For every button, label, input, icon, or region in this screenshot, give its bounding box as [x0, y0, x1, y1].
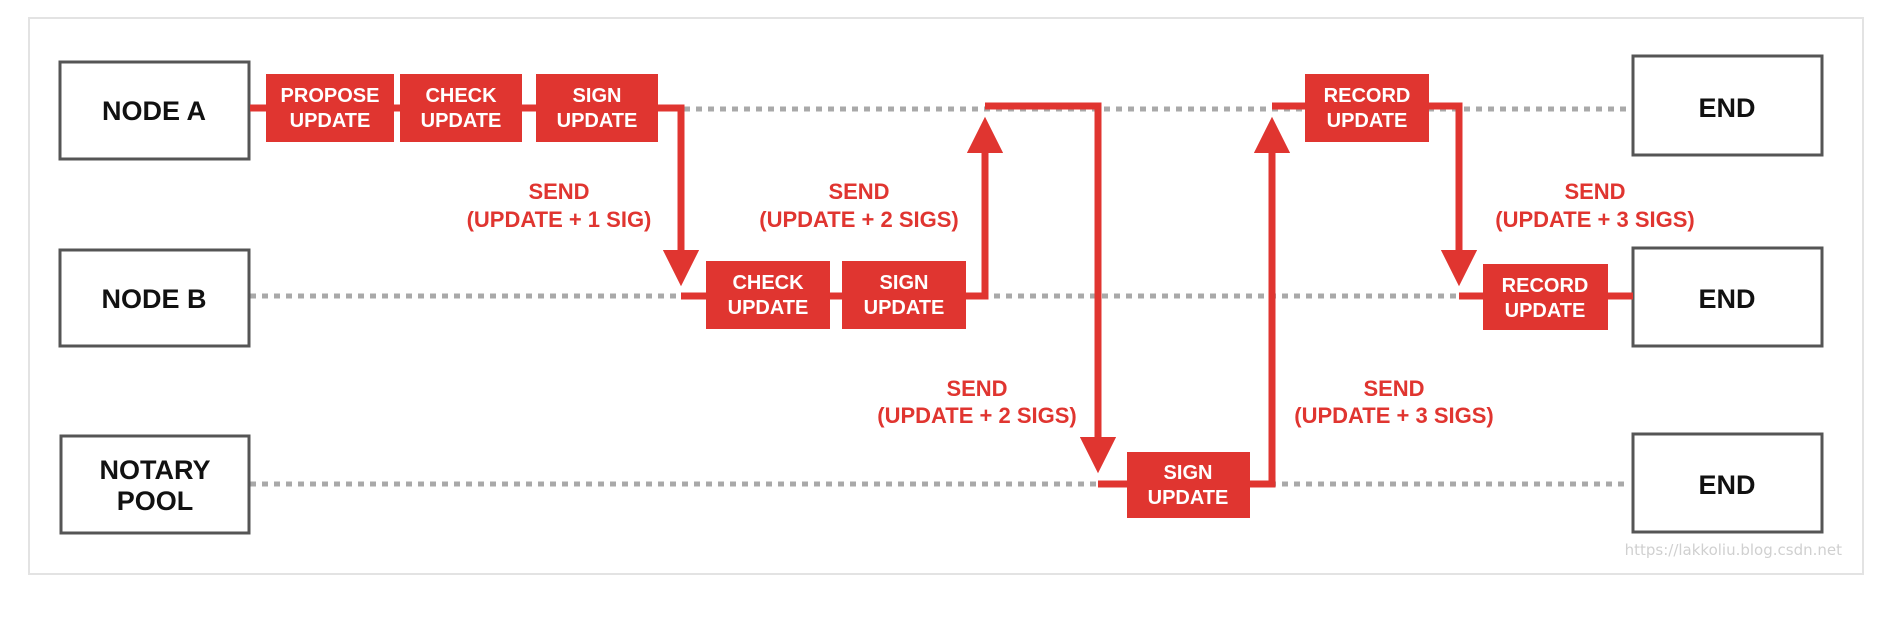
svg-text:CHECK: CHECK [425, 85, 497, 107]
arrow-notary-pool-to-node-a [1250, 116, 1291, 488]
step-record-update-node-b: RECORD UPDATE [1483, 264, 1608, 330]
send-label-update-3-sigs-to-a: SEND (UPDATE + 3 SIGS) [1294, 376, 1493, 428]
svg-text:SEND: SEND [828, 179, 889, 204]
send-label-update-2-sigs-to-a: SEND (UPDATE + 2 SIGS) [759, 179, 958, 232]
arrow-node-b-to-node-a [966, 116, 1004, 300]
svg-text:(UPDATE + 2 SIGS): (UPDATE + 2 SIGS) [877, 403, 1076, 428]
lane-box-notary-pool: NOTARY POOL [59, 434, 251, 535]
step-check-update-node-b: CHECK UPDATE [706, 261, 830, 329]
lane-box-node-b: NODE B [58, 248, 251, 348]
svg-text:UPDATE: UPDATE [728, 297, 809, 319]
end-label-node-a: END [1698, 93, 1755, 123]
svg-text:(UPDATE + 2 SIGS): (UPDATE + 2 SIGS) [759, 207, 958, 232]
step-sign-update-notary-pool: SIGN UPDATE [1127, 452, 1250, 518]
step-sign-update-node-a: SIGN UPDATE [536, 74, 658, 142]
flow-connectors [250, 102, 1633, 488]
watermark-text: https://lakkoliu.blog.csdn.net [1625, 541, 1843, 559]
svg-text:SEND: SEND [1363, 376, 1424, 401]
end-label-node-b: END [1698, 284, 1755, 314]
lane-box-node-a: NODE A [58, 60, 251, 161]
svg-text:RECORD: RECORD [1502, 275, 1589, 297]
arrow-node-a-to-node-b [658, 104, 700, 287]
step-record-update-node-a: RECORD UPDATE [1305, 74, 1429, 142]
svg-text:CHECK: CHECK [732, 272, 804, 294]
lane-label-node-b: NODE B [101, 284, 206, 314]
svg-text:UPDATE: UPDATE [864, 297, 945, 319]
arrow-node-a-to-notary-pool [985, 102, 1117, 474]
lane-label-notary-pool-line-1: NOTARY [100, 455, 211, 485]
svg-text:(UPDATE + 1 SIG): (UPDATE + 1 SIG) [467, 207, 652, 232]
svg-text:(UPDATE + 3 SIGS): (UPDATE + 3 SIGS) [1495, 207, 1694, 232]
svg-text:UPDATE: UPDATE [1148, 487, 1229, 509]
send-label-update-3-sigs-to-b: SEND (UPDATE + 3 SIGS) [1495, 179, 1694, 232]
svg-text:SIGN: SIGN [1164, 462, 1213, 484]
end-box-node-a: END [1631, 54, 1824, 157]
end-label-notary-pool: END [1698, 470, 1755, 500]
send-label-update-2-sigs-to-notary: SEND (UPDATE + 2 SIGS) [877, 376, 1076, 428]
end-box-notary-pool: END [1631, 432, 1824, 534]
step-propose-update: PROPOSE UPDATE [266, 74, 394, 142]
svg-text:PROPOSE: PROPOSE [281, 85, 380, 107]
svg-text:UPDATE: UPDATE [290, 110, 371, 132]
svg-text:UPDATE: UPDATE [421, 110, 502, 132]
svg-text:(UPDATE + 3 SIGS): (UPDATE + 3 SIGS) [1294, 403, 1493, 428]
lane-label-notary-pool-line-2: POOL [117, 486, 194, 516]
svg-text:UPDATE: UPDATE [557, 110, 638, 132]
svg-text:SIGN: SIGN [573, 85, 622, 107]
svg-text:SIGN: SIGN [880, 272, 929, 294]
lane-label-node-a: NODE A [102, 96, 206, 126]
step-check-update-node-a: CHECK UPDATE [400, 74, 522, 142]
svg-text:RECORD: RECORD [1324, 85, 1411, 107]
diagram-frame [28, 17, 1864, 575]
svg-text:SEND: SEND [946, 376, 1007, 401]
svg-text:SEND: SEND [1564, 179, 1625, 204]
svg-text:UPDATE: UPDATE [1505, 300, 1586, 322]
step-sign-update-node-b: SIGN UPDATE [842, 261, 966, 329]
end-box-node-b: END [1631, 246, 1824, 348]
svg-text:SEND: SEND [528, 179, 589, 204]
svg-text:UPDATE: UPDATE [1327, 110, 1408, 132]
send-label-update-1-sig: SEND (UPDATE + 1 SIG) [467, 179, 652, 232]
arrow-node-a-to-node-b-final [1429, 102, 1478, 287]
